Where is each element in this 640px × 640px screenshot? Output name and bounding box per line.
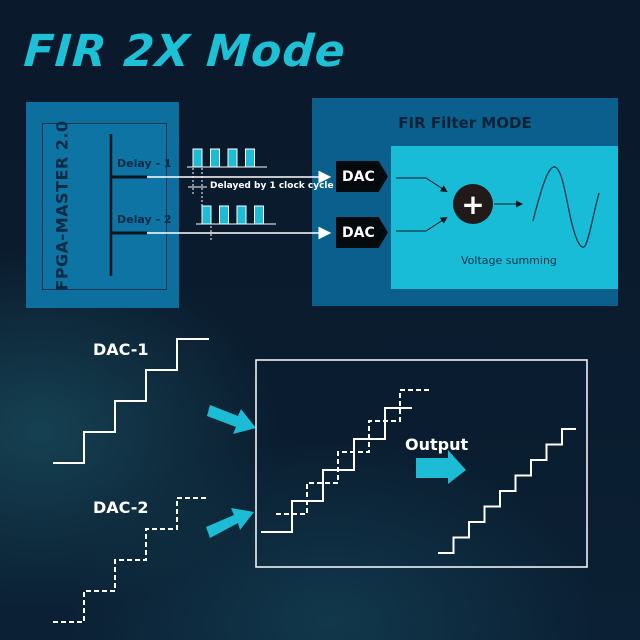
combined-staircase-solid [261, 407, 412, 533]
pulse-train-1-pulse [227, 148, 238, 168]
plus-icon: + [461, 188, 484, 221]
delay-1-label: Delay - 1 [117, 157, 172, 170]
dac-box-2: DAC [336, 217, 388, 248]
sine-wave-icon [532, 166, 600, 248]
pulse-train-1-pulse [210, 148, 220, 168]
pulse-train-2-pulse [201, 205, 212, 225]
delay-note: Delayed by 1 clock cycle [210, 181, 334, 191]
voltage-summing-label: Voltage summing [461, 254, 557, 267]
pulse-train-1-pulse [192, 148, 203, 168]
output-label: Output [405, 435, 469, 454]
pulse-train-2-pulse [236, 205, 247, 225]
output-arrow [416, 450, 466, 484]
dac2-staircase [53, 497, 209, 623]
dac2-label: DAC-2 [93, 498, 149, 517]
sum-input-1 [396, 177, 448, 193]
output-staircase [438, 428, 576, 554]
fir-filter-title: FIR Filter MODE [398, 114, 532, 132]
pulse-train-1 [187, 148, 267, 168]
pulse-train-2-pulse [219, 205, 229, 225]
sum-input-2 [396, 216, 448, 232]
dac1-label: DAC-1 [93, 340, 149, 359]
dac-box-1: DAC [336, 161, 388, 192]
output-frame [255, 359, 588, 568]
dac1-staircase [53, 338, 209, 464]
summing-node [453, 184, 493, 224]
dac1-input-arrow [207, 405, 256, 434]
voltage-summing-panel [391, 146, 618, 289]
delay-2-label: Delay - 2 [117, 213, 172, 226]
fpga-inner-frame [42, 123, 167, 290]
pulse-train-2-pulse [254, 205, 264, 225]
pulse-train-2 [196, 205, 276, 225]
pulse-train-1-pulse [245, 148, 255, 168]
combined-staircase-dashed [276, 389, 431, 515]
dac2-input-arrow [206, 508, 254, 538]
